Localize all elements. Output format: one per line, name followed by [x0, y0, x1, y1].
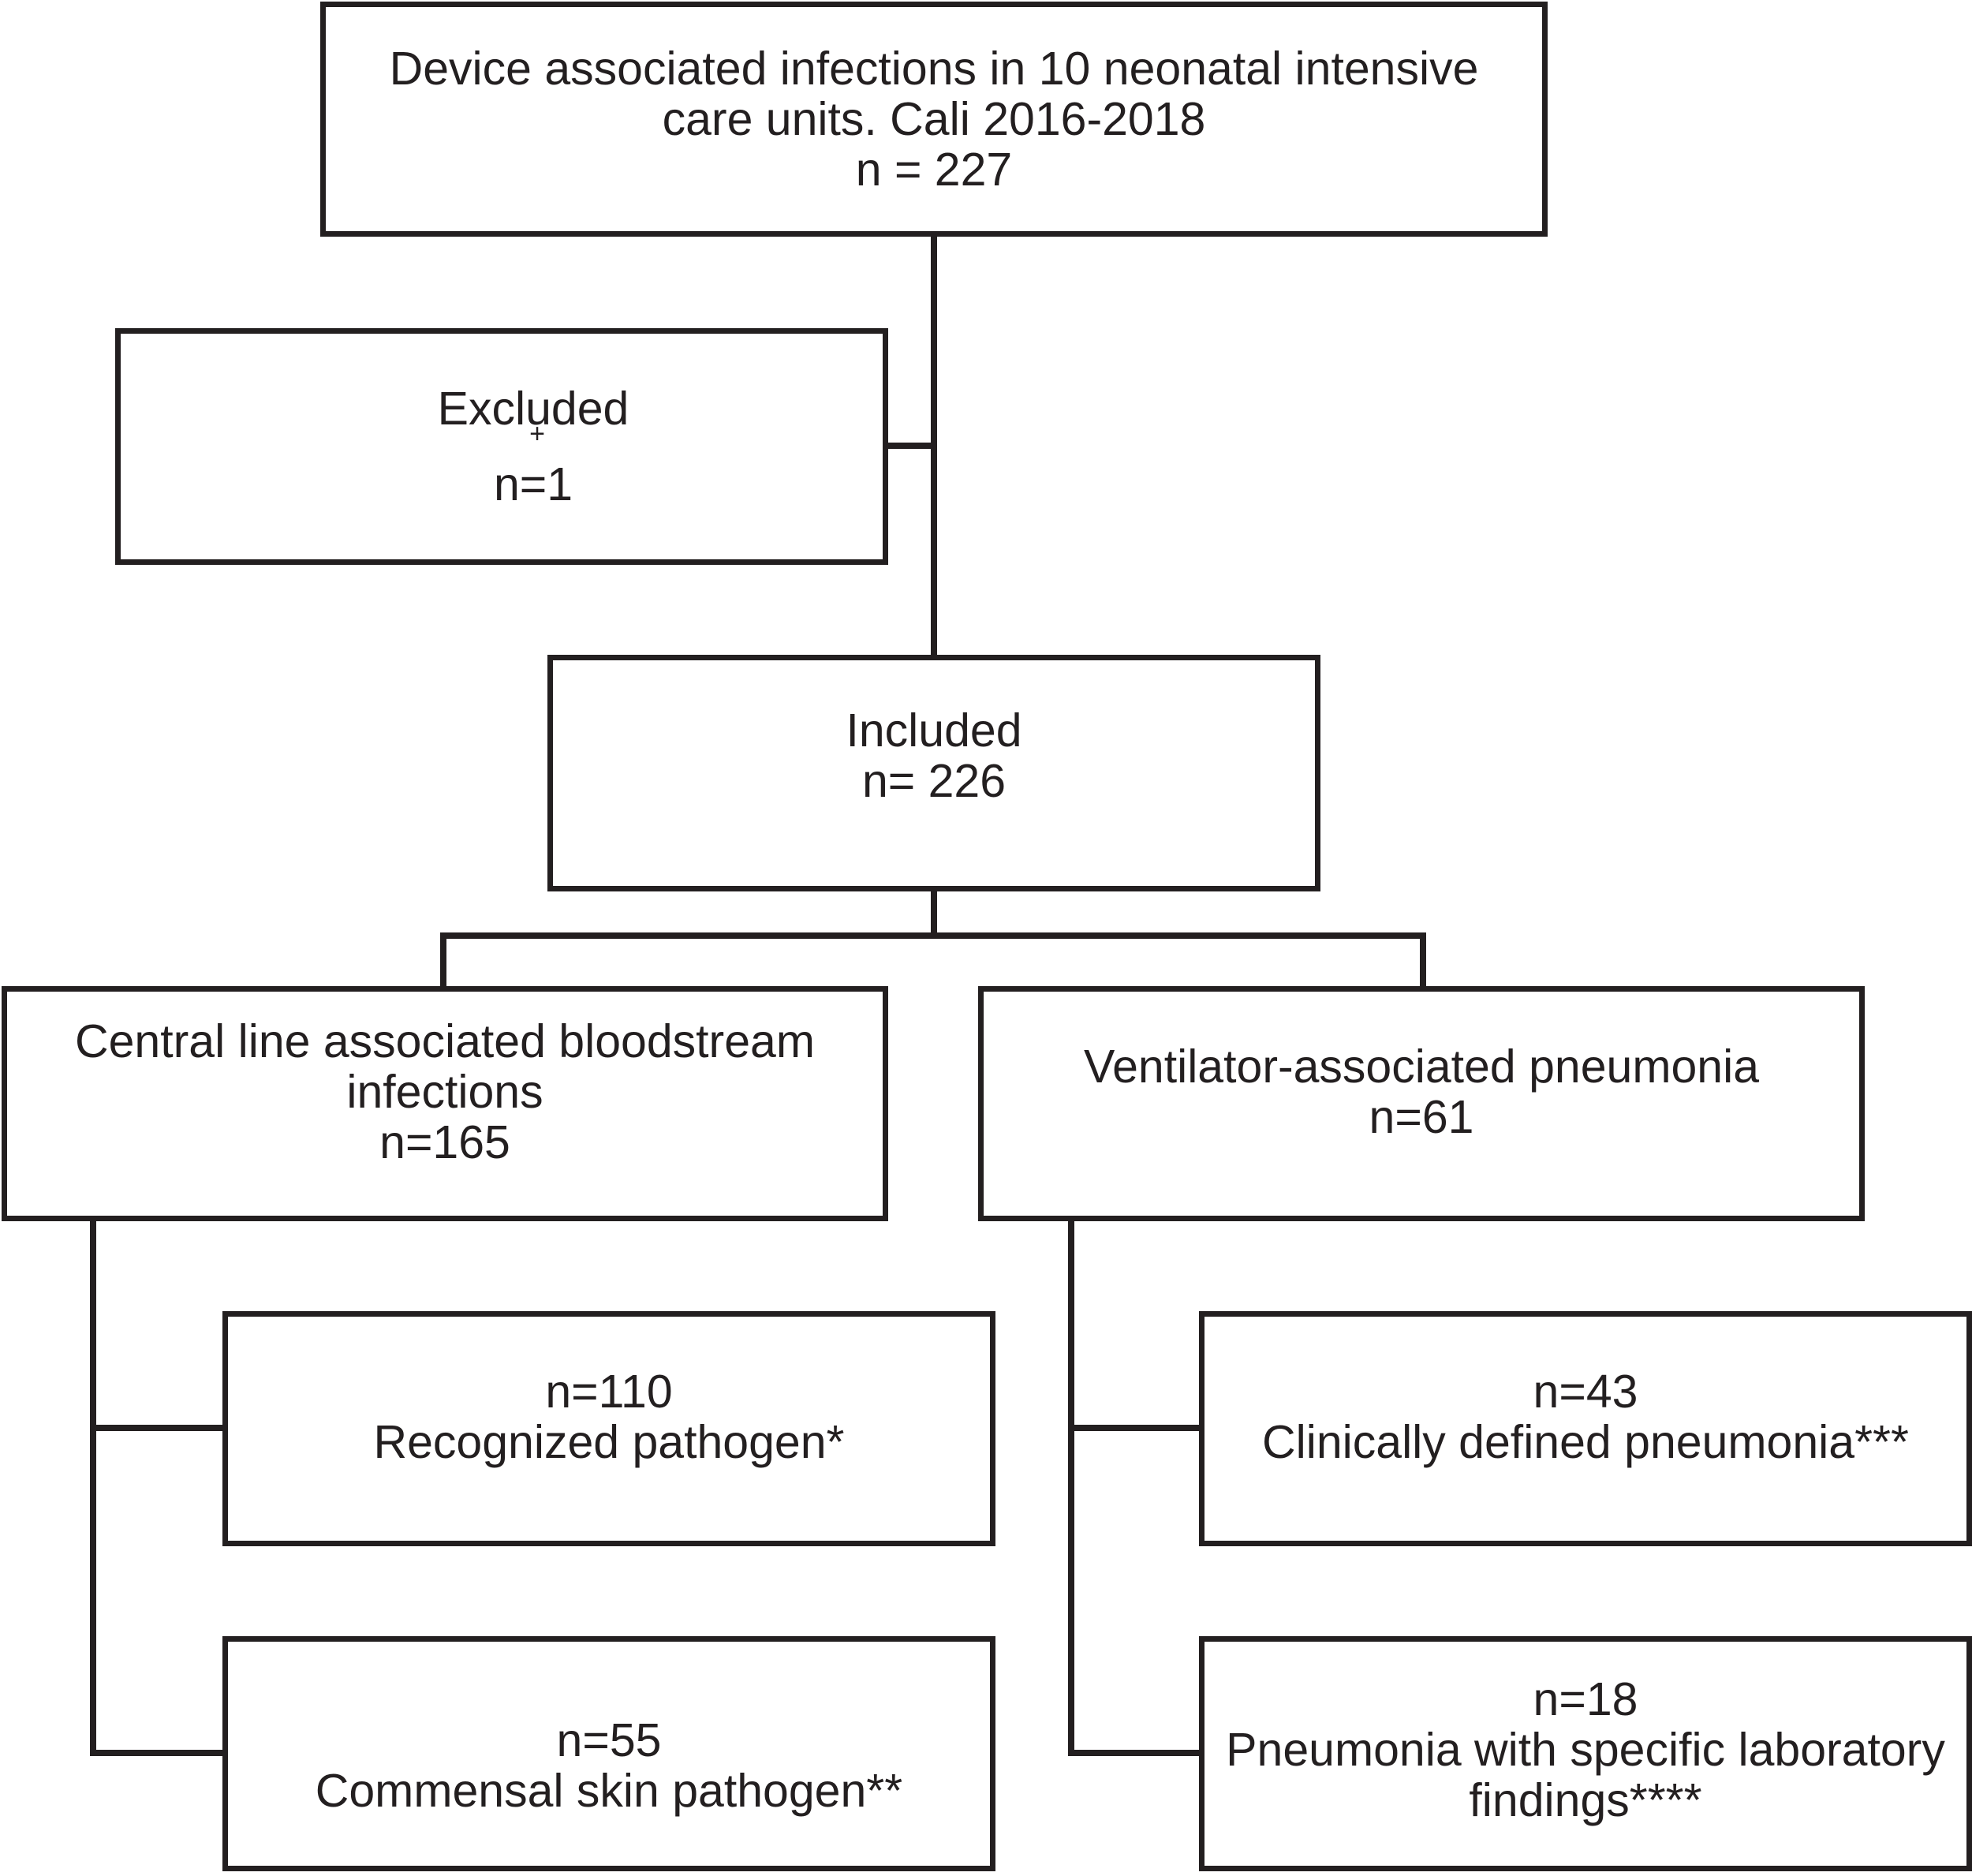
connector-branch-horizontal	[440, 932, 1426, 939]
excluded-count: n=1	[493, 458, 573, 510]
box-vap: Ventilator-associated pneumonia n=61	[978, 986, 1865, 1221]
included-count: n= 226	[861, 755, 1007, 807]
laboratory-count: n=18	[1533, 1673, 1638, 1725]
vap-count: n=61	[1369, 1091, 1474, 1143]
recognized-count: n=110	[545, 1366, 673, 1418]
excluded-label: Excluded	[437, 383, 629, 435]
box-recognized-pathogen: n=110 Recognized pathogen*	[222, 1311, 995, 1546]
connector-to-laboratory	[1068, 1750, 1204, 1756]
clinical-label: Clinically defined pneumonia***	[1262, 1416, 1909, 1468]
box-excluded: Excluded+ n=1	[115, 328, 888, 565]
top-box-line1: Device associated infections in 10 neona…	[389, 43, 1479, 95]
connector-to-clinical	[1068, 1425, 1204, 1431]
vap-label: Ventilator-associated pneumonia	[1083, 1041, 1760, 1093]
recognized-label: Recognized pathogen*	[373, 1416, 845, 1468]
connector-included-down	[931, 888, 937, 939]
connector-branch-left	[440, 932, 446, 991]
excluded-label-row: Excluded+	[437, 383, 629, 449]
included-label: Included	[846, 704, 1022, 757]
clabsi-line2: infections	[346, 1066, 543, 1118]
box-commensal-skin-pathogen: n=55 Commensal skin pathogen**	[222, 1636, 995, 1871]
box-included: Included n= 226	[547, 655, 1320, 891]
top-box-count: n = 227	[855, 144, 1013, 196]
connector-branch-right	[1420, 932, 1426, 991]
connector-vap-vertical	[1068, 1218, 1074, 1756]
box-clabsi: Central line associated bloodstream infe…	[2, 986, 888, 1221]
box-device-associated-infections: Device associated infections in 10 neona…	[320, 2, 1548, 237]
clabsi-count: n=165	[379, 1116, 510, 1168]
box-pneumonia-laboratory-findings: n=18 Pneumonia with specific laboratory …	[1199, 1636, 1972, 1871]
connector-to-excluded	[887, 443, 937, 449]
connector-to-commensal	[90, 1750, 226, 1756]
commensal-label: Commensal skin pathogen**	[315, 1765, 903, 1817]
laboratory-line2: findings****	[1469, 1774, 1702, 1826]
connector-to-recognized	[90, 1425, 226, 1431]
clinical-count: n=43	[1533, 1366, 1638, 1418]
top-box-line2: care units. Cali 2016-2018	[662, 93, 1206, 145]
box-clinically-defined-pneumonia: n=43 Clinically defined pneumonia***	[1199, 1311, 1972, 1546]
commensal-count: n=55	[556, 1714, 662, 1766]
clabsi-line1: Central line associated bloodstream	[75, 1015, 815, 1067]
connector-clabsi-vertical	[90, 1218, 96, 1756]
laboratory-line1: Pneumonia with specific laboratory	[1226, 1724, 1945, 1776]
